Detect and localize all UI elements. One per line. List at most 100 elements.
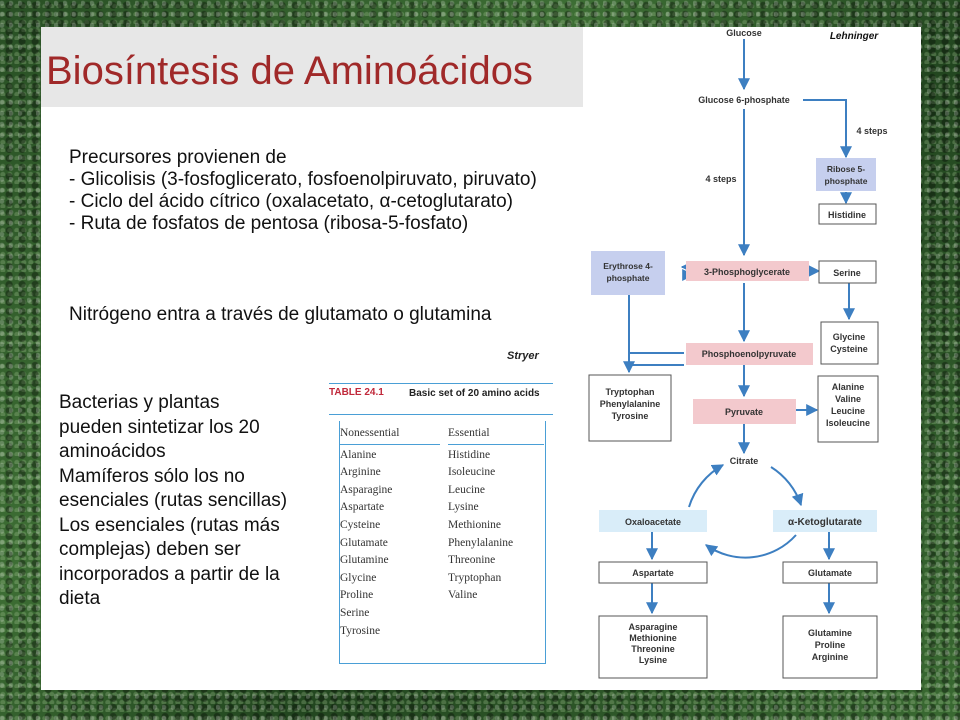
table-cell: Asparagine <box>340 483 393 496</box>
label-tyrosine: Tyrosine <box>612 411 649 421</box>
amino-acid-table: TABLE 24.1 Basic set of 20 amino acids N… <box>329 383 553 668</box>
table-cell: Isoleucine <box>448 466 496 479</box>
label-ribose-2: phosphate <box>825 176 868 186</box>
label-akg: α-Ketoglutarate <box>788 517 862 528</box>
bacteria-line: aminoácidos <box>59 441 166 462</box>
bacteria-line: Bacterias y plantas <box>59 392 220 413</box>
table-cell: Glycine <box>340 571 377 584</box>
table-cell: Threonine <box>448 554 496 567</box>
arrow-oxaloacetate-citrate <box>688 464 725 508</box>
box-glutamate <box>782 561 878 584</box>
label-glutamine: Glutamine <box>808 628 852 638</box>
table-cell: Methionine <box>448 518 502 531</box>
table-cell: Lysine <box>448 501 479 514</box>
label-phenylalanine: Phenylalanine <box>600 399 661 409</box>
table-cell: Histidine <box>448 448 491 461</box>
box-asp-family <box>598 615 708 679</box>
box-ribose <box>816 158 876 191</box>
label-glycine: Glycine <box>833 332 866 342</box>
box-pyruvate <box>693 399 796 424</box>
table-header: TABLE 24.1 Basic set of 20 amino acids <box>329 383 553 415</box>
label-histidine: Histidine <box>828 210 866 220</box>
table-cell: Cysteine <box>340 518 381 531</box>
label-steps-left: 4 steps <box>705 174 736 184</box>
label-erythrose-2: phosphate <box>607 273 650 283</box>
label-leucine: Leucine <box>831 406 865 416</box>
box-erythrose <box>591 251 665 295</box>
label-steps-right: 4 steps <box>856 126 887 136</box>
table-caption: Basic set of 20 amino acids <box>409 388 540 399</box>
box-branched <box>817 375 879 443</box>
precursors-line: Precursores provienen de <box>69 147 287 168</box>
essential-column: Essential Histidine Isoleucine Leucine L… <box>448 425 544 605</box>
label-methionine: Methionine <box>629 633 677 643</box>
label-pep: Phosphoenolpyruvate <box>702 349 797 359</box>
box-glycine-cysteine <box>820 321 879 365</box>
bacteria-line: Mamíferos sólo los no <box>59 465 245 487</box>
label-pyruvate: Pyruvate <box>725 407 763 417</box>
precursors-line: - Ruta de fosfatos de pentosa (ribosa-5-… <box>69 213 469 234</box>
bacteria-line: incorporados a partir de la <box>59 563 280 585</box>
box-histidine <box>818 203 877 225</box>
bacteria-line: esenciales (rutas sencillas) <box>59 490 288 511</box>
label-isoleucine: Isoleucine <box>826 418 870 428</box>
label-g6p: Glucose 6-phosphate <box>698 95 790 105</box>
label-valine: Valine <box>835 394 861 404</box>
label-lysine: Lysine <box>639 655 667 665</box>
box-oxaloacetate <box>599 510 707 532</box>
column-header-essential: Essential <box>448 425 544 445</box>
table-cell: Phenylalanine <box>448 536 514 549</box>
box-serine <box>818 260 877 284</box>
label-asparagine: Asparagine <box>628 622 677 632</box>
arrow-erythrose-branch <box>628 295 684 366</box>
label-arginine: Arginine <box>812 652 849 662</box>
box-aromatic <box>588 374 672 442</box>
table-cell: Tryptophan <box>448 571 502 584</box>
arrow-akg-oxaloacetate <box>705 534 797 559</box>
nonessential-column: Nonessential Alanine Arginine Asparagine… <box>340 425 440 640</box>
table-cell: Valine <box>448 589 478 602</box>
label-serine: Serine <box>833 268 861 278</box>
table-source: Stryer <box>507 350 539 362</box>
precursors-line: - Glicolisis (3-fosfoglicerato, fosfoeno… <box>69 169 537 190</box>
label-tryptophan: Tryptophan <box>606 387 655 397</box>
pathway-boxes <box>588 158 879 679</box>
table-cell: Proline <box>340 589 374 602</box>
pathway-labels: Glucose Lehninger Glucose 6-phosphate 4 … <box>600 28 888 665</box>
label-ribose-1: Ribose 5- <box>827 164 865 174</box>
bacteria-line: complejas) deben ser <box>59 539 241 560</box>
table-cell: Serine <box>340 606 370 619</box>
table-cell: Aspartate <box>340 501 385 514</box>
precursors-line: - Ciclo del ácido cítrico (oxalacetato, … <box>69 191 513 212</box>
label-alanine: Alanine <box>832 382 865 392</box>
arrow-g6p-ribose <box>803 99 852 159</box>
label-threonine: Threonine <box>631 644 675 654</box>
bacteria-line: pueden sintetizar los 20 <box>59 416 260 438</box>
label-glucose: Glucose <box>726 28 762 38</box>
bacteria-text: Bacterias y plantas pueden sintetizar lo… <box>59 391 287 612</box>
label-aspartate: Aspartate <box>632 568 674 578</box>
box-pep <box>686 343 813 365</box>
table-cell: Arginine <box>340 466 381 479</box>
label-glutamate: Glutamate <box>808 568 852 578</box>
label-oxaloacetate: Oxaloacetate <box>625 517 681 527</box>
bacteria-line: dieta <box>59 588 101 609</box>
box-3pg <box>686 261 809 281</box>
slide: Biosíntesis de Aminoácidos Precursores p… <box>41 27 921 690</box>
diagram-source: Lehninger <box>830 31 879 42</box>
nitrogen-text: Nitrógeno entra a través de glutamato o … <box>69 304 492 325</box>
precursors-text: Precursores provienen de - Glicolisis (3… <box>69 147 537 235</box>
table-cell: Glutamine <box>340 554 389 567</box>
arrow-citrate-akg <box>770 466 804 507</box>
arrow-pep-aromatic <box>623 352 684 374</box>
box-glu-family <box>782 615 878 679</box>
biosynthesis-pathway-diagram: Glucose Lehninger Glucose 6-phosphate 4 … <box>588 28 888 679</box>
box-akg <box>773 510 877 532</box>
table-number: TABLE 24.1 <box>329 387 384 398</box>
label-citrate: Citrate <box>730 456 759 466</box>
table-cell: Glutamate <box>340 536 388 549</box>
table-cell: Tyrosine <box>340 624 381 637</box>
column-header-nonessential: Nonessential <box>340 425 440 445</box>
slide-title: Biosíntesis de Aminoácidos <box>46 49 533 93</box>
title-bar: Biosíntesis de Aminoácidos <box>41 27 583 107</box>
